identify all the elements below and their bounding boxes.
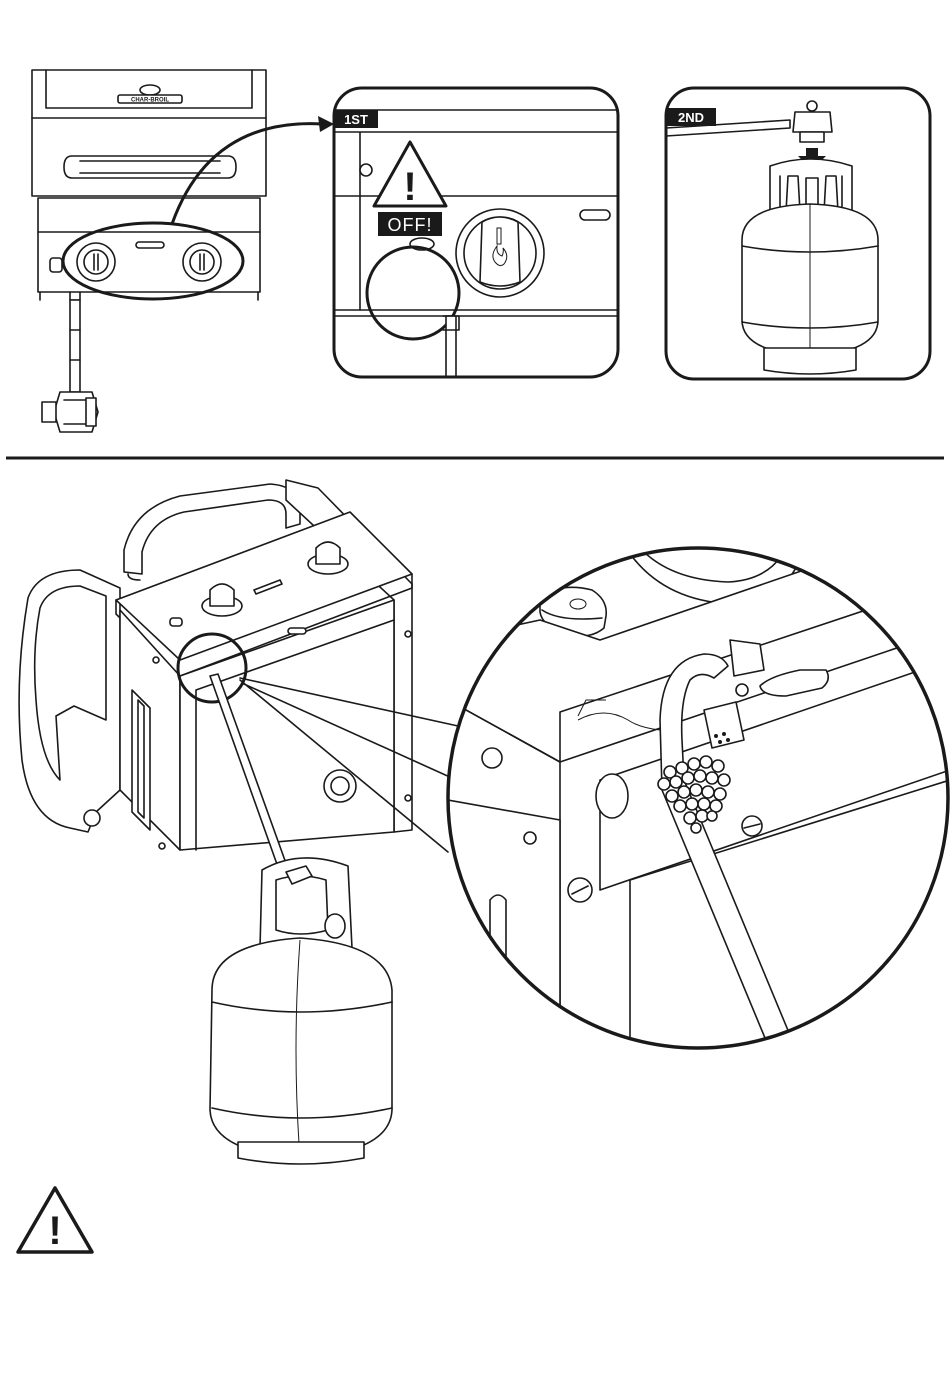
- control-knob-1st: [456, 209, 544, 297]
- step-2nd-label: 2ND: [678, 110, 704, 125]
- regulator-small: [42, 392, 98, 432]
- propane-tank: [210, 858, 392, 1164]
- grill-isometric-view: [19, 480, 412, 884]
- off-label: OFF!: [388, 215, 433, 235]
- step-1st-tag: 1ST: [334, 110, 378, 128]
- grill-front-view: CHAR-BROIL: [32, 70, 266, 432]
- front-knob-left: [77, 243, 115, 281]
- leak-test-zoom: [448, 520, 950, 1060]
- bottom-warning-sign: !: [18, 1188, 92, 1253]
- front-knob-right: [183, 243, 221, 281]
- step-1st-panel: 1ST ! OFF!: [334, 88, 618, 377]
- step-1st-label: 1ST: [344, 112, 368, 127]
- svg-text:CHAR-BROIL: CHAR-BROIL: [131, 98, 169, 104]
- step-2nd-tag: 2ND: [666, 108, 716, 126]
- step-2nd-panel: 2ND: [666, 88, 930, 379]
- warning-exclamation-icon: !: [403, 165, 416, 209]
- bottom-warning-exclamation-icon: !: [48, 1209, 61, 1253]
